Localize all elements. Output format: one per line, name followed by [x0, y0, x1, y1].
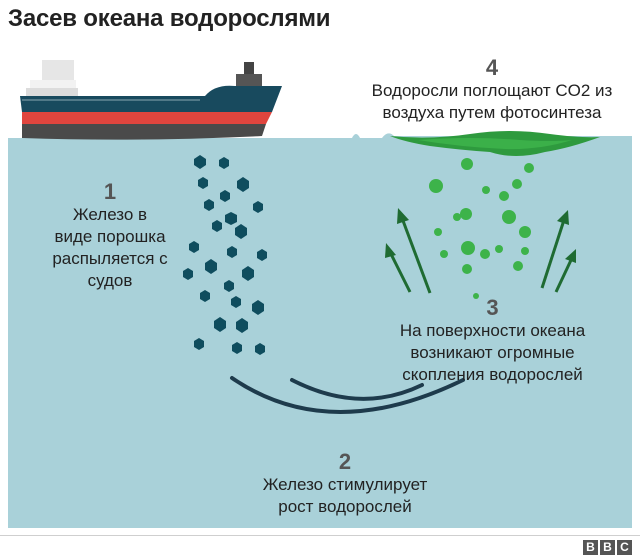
ship-cabin: [42, 60, 74, 82]
step-1-line: судов: [87, 271, 133, 290]
page-title: Засев океана водорослями: [8, 5, 331, 32]
bbc-logo-letter: B: [583, 540, 598, 555]
step-3-number: 3: [486, 295, 499, 320]
step-3-line: возникают огромные: [410, 343, 575, 362]
step-3-line: На поверхности океана: [399, 321, 586, 340]
step-1-line: распыляется с: [52, 249, 168, 268]
bbc-logo-letter: B: [600, 540, 615, 555]
step-4: 4 Водоросли поглощают CO2 из воздуха пут…: [352, 56, 632, 124]
bbc-logo-letter: C: [617, 540, 632, 555]
step-1-number: 1: [103, 179, 117, 204]
current-arcs: [230, 376, 465, 414]
algae-dots: [429, 158, 534, 299]
step-2-number: 2: [338, 449, 352, 474]
step-1-line: виде порошка: [54, 227, 166, 246]
step-4-number: 4: [485, 55, 499, 80]
iron-particles: [183, 155, 267, 355]
ship-hull: [20, 85, 282, 112]
ocean: [8, 133, 632, 528]
step-2-line: рост водорослей: [278, 497, 412, 516]
step-3: 3 На поверхности океана возникают огромн…: [370, 296, 615, 386]
upward-arrows: [385, 208, 576, 294]
ship-stripe-red: [22, 112, 272, 124]
step-3-line: скопления водорослей: [402, 365, 583, 384]
step-1: 1 Железо в виде порошка распыляется с су…: [20, 180, 200, 292]
footer-divider: [0, 535, 640, 536]
bbc-logo: B B C: [583, 540, 632, 555]
step-2: 2 Железо стимулирует рост водорослей: [205, 450, 485, 518]
step-4-line: Водоросли поглощают CO2 из: [371, 81, 613, 100]
step-2-line: Железо стимулирует: [262, 475, 428, 494]
step-1-line: Железо в: [72, 205, 148, 224]
ship-stripe-dark: [22, 124, 266, 140]
ship-illustration: [20, 60, 282, 140]
step-4-line: воздуха путем фотосинтеза: [382, 103, 602, 122]
